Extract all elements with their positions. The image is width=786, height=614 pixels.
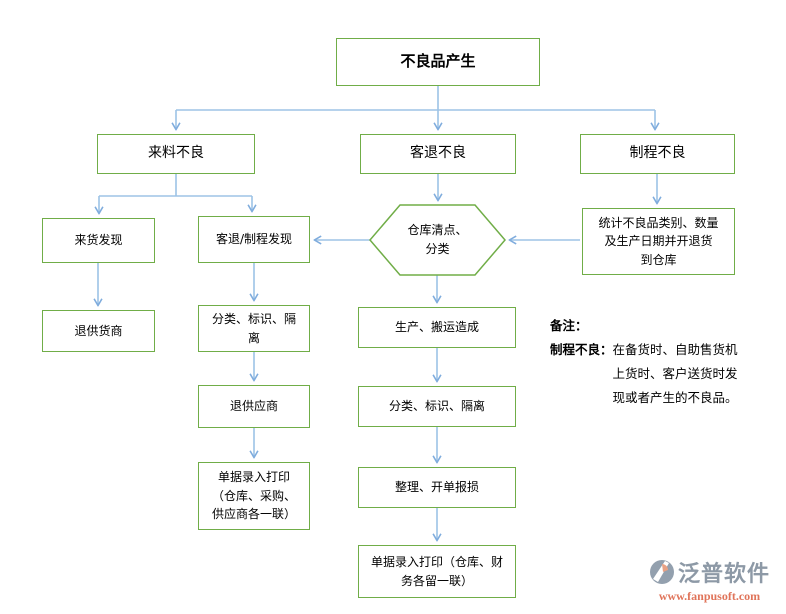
warehouse-check-hexagon — [369, 204, 506, 276]
node-print-warehouse-purchase: 单据录入打印 （仓库、采购、 供应商各一联） — [198, 462, 310, 530]
note-body: 在备货时、自助售货机 上货时、客户送货时发 现或者产生的不良品。 — [612, 342, 738, 405]
note-label: 制程不良： — [550, 342, 613, 357]
node-arrange-report-loss: 整理、开单报损 — [358, 467, 516, 508]
node-print-warehouse-finance: 单据录入打印（仓库、财 务各留一联） — [358, 545, 516, 598]
note-title: 备注： — [550, 318, 588, 333]
node-arrival-found: 来货发现 — [42, 218, 155, 263]
fanpu-logo-url: www.fanpusoft.com — [658, 589, 761, 603]
note-block: 备注： 制程不良： 在备货时、自助售货机 上货时、客户送货时发 现或者产生的不良… — [550, 314, 772, 410]
node-production-cause: 生产、搬运造成 — [358, 307, 516, 348]
node-warehouse-check-label: 仓库清点、 分类 — [407, 222, 468, 256]
node-process-bad: 制程不良 — [580, 134, 735, 174]
fanpu-logo: 泛普软件 www.fanpusoft.com — [649, 556, 770, 604]
node-incoming-bad: 来料不良 — [97, 134, 255, 174]
fanpu-swirl-icon — [649, 560, 674, 584]
node-return-process-found: 客退/制程发现 — [198, 216, 310, 263]
node-stats-return-warehouse: 统计不良品类别、数量 及生产日期并开退货 到仓库 — [582, 208, 735, 275]
node-sort-mark-isolate-center: 分类、标识、隔离 — [358, 386, 516, 427]
node-return-vendor: 退供货商 — [42, 310, 155, 352]
fanpu-logo-text: 泛普软件 — [677, 562, 770, 587]
node-return-supplier: 退供应商 — [198, 385, 310, 428]
node-sort-mark-isolate-left: 分类、标识、隔 离 — [198, 305, 310, 352]
node-defect-generated: 不良品产生 — [336, 38, 540, 86]
node-customer-return-bad: 客退不良 — [360, 134, 516, 174]
